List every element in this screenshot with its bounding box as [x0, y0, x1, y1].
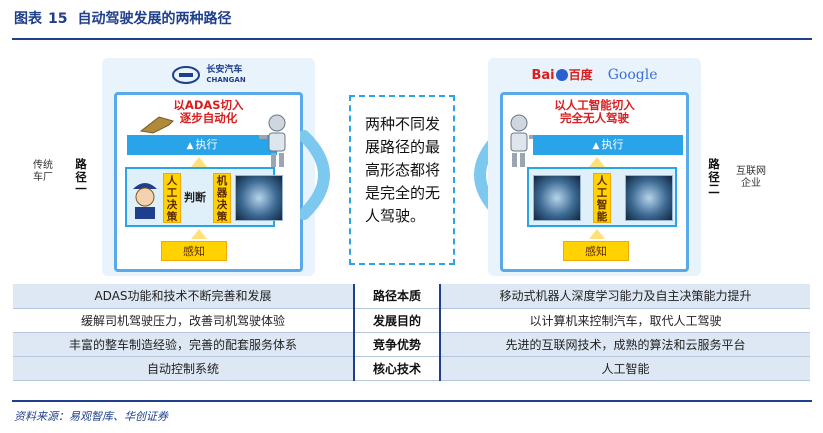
source-note: 资料来源：易观智库、华创证券: [14, 410, 168, 423]
baidu-logo-cn: 百度: [568, 68, 593, 82]
left-path-label: 路径一: [75, 157, 87, 196]
right-side-label: 互联网企业: [736, 166, 766, 189]
left-side-label: 传统车厂: [33, 160, 53, 183]
left-arrow-top: [191, 157, 207, 167]
right-decision-box: 人工智能: [527, 167, 677, 227]
table-cell-right: 先进的互联网技术，成熟的算法和云服务平台: [440, 332, 810, 356]
figure-title-text: 自动驾驶发展的两种路径: [77, 11, 232, 27]
right-inner-box: 以人工智能切入 完全无人驾驶 ▲执行 人工智能 感知: [500, 92, 689, 272]
changan-logo-en: CHANGAN: [206, 75, 246, 84]
table-cell-key: 发展目的: [353, 308, 441, 332]
table-cell-right: 以计算机来控制汽车，取代人工驾驶: [440, 308, 810, 332]
table-cell-key: 路径本质: [353, 284, 441, 308]
table-row: 缓解司机驾驶压力，改善司机驾驶体验 发展目的 以计算机来控制汽车，取代人工驾驶: [13, 308, 810, 332]
changan-logo: 长安汽车 CHANGAN: [102, 64, 315, 85]
baidu-paw-icon: [555, 68, 568, 81]
google-logo: Google: [607, 67, 658, 83]
left-inner-box: 以ADAS切入 逐步自动化 ▲执行 人工决策 判断 机器决策 感知: [114, 92, 303, 272]
left-machine-decision: 机器决策: [213, 173, 231, 223]
right-approach-line1: 以人工智能切入: [554, 98, 635, 112]
table-cell-key: 竞争优势: [353, 332, 441, 356]
brain-image-right-icon: [625, 175, 673, 221]
right-approach: 以人工智能切入 完全无人驾驶: [503, 99, 686, 125]
left-arc-connector: [300, 130, 330, 220]
left-judge-label: 判断: [184, 191, 206, 204]
bottom-rule: [12, 400, 812, 402]
left-approach-line2: 逐步自动化: [179, 111, 238, 125]
center-conclusion-box: 两种不同发展路径的最高形态都将是完全的无人驾驶。: [349, 95, 455, 265]
right-path-label: 路径二: [708, 157, 720, 196]
right-arrow-bottom: [589, 229, 605, 239]
robot-icon-right: [510, 114, 537, 167]
table-row: 丰富的整车制造经验，完善的配套服务体系 竞争优势 先进的互联网技术，成熟的算法和…: [13, 332, 810, 356]
figure-label: 图表: [14, 11, 42, 27]
table-cell-left: 丰富的整车制造经验，完善的配套服务体系: [13, 332, 354, 356]
left-arrow-bottom: [191, 229, 207, 239]
table-row: 自动控制系统 核心技术 人工智能: [13, 356, 810, 380]
table-cell-key: 核心技术: [353, 356, 441, 380]
steering-pedal-icon: [139, 116, 174, 134]
right-perceive-box: 感知: [563, 241, 629, 261]
right-execute-label: 执行: [601, 138, 624, 151]
top-rule: [12, 38, 812, 40]
table-cell-right: 人工智能: [440, 356, 810, 380]
left-perceive-box: 感知: [161, 241, 227, 261]
left-execute-bar: ▲执行: [127, 135, 277, 155]
table-cell-left: 缓解司机驾驶压力，改善司机驾驶体验: [13, 308, 354, 332]
left-approach-line1: 以ADAS切入: [173, 98, 244, 112]
table-cell-left: 自动控制系统: [13, 356, 354, 380]
left-human-decision: 人工决策: [163, 173, 181, 223]
table-cell-right: 移动式机器人深度学习能力及自主决策能力提升: [440, 284, 810, 308]
up-arrow-icon: ▲: [186, 141, 194, 151]
left-decision-box: 人工决策 判断 机器决策: [125, 167, 283, 227]
baidu-logo-en: Bai: [531, 68, 555, 83]
table-cell-left: ADAS功能和技术不断完善和发展: [13, 284, 354, 308]
right-arrow-top: [589, 157, 605, 167]
up-arrow-icon-right: ▲: [592, 141, 600, 151]
robot-icon: [259, 114, 286, 167]
right-approach-line2: 完全无人驾驶: [560, 111, 629, 125]
right-panel: Bai 百度 Google 以人工智能切入 完全无人驾驶 ▲执行 人工智能 感知: [488, 58, 701, 276]
figure-title: 图表 15 自动驾驶发展的两种路径: [14, 8, 231, 28]
brain-image-left-icon: [533, 175, 581, 221]
brain-image-icon: [235, 175, 283, 221]
baidu-google-logos: Bai 百度 Google: [488, 64, 701, 83]
right-ai-column: 人工智能: [593, 173, 611, 223]
left-panel: 长安汽车 CHANGAN 以ADAS切入 逐步自动化 ▲执行 人工决策: [102, 58, 315, 276]
left-approach: 以ADAS切入 逐步自动化: [117, 99, 300, 125]
left-execute-label: 执行: [195, 138, 218, 151]
driver-icon: [133, 183, 157, 219]
right-execute-bar: ▲执行: [533, 135, 683, 155]
figure-number: 15: [48, 11, 68, 27]
changan-logo-icon: [172, 65, 201, 84]
center-conclusion-text: 两种不同发展路径的最高形态都将是完全的无人驾驶。: [365, 115, 441, 225]
changan-logo-cn: 长安汽车: [206, 64, 243, 75]
comparison-table: ADAS功能和技术不断完善和发展 路径本质 移动式机器人深度学习能力及自主决策能…: [13, 284, 810, 381]
table-row: ADAS功能和技术不断完善和发展 路径本质 移动式机器人深度学习能力及自主决策能…: [13, 284, 810, 308]
